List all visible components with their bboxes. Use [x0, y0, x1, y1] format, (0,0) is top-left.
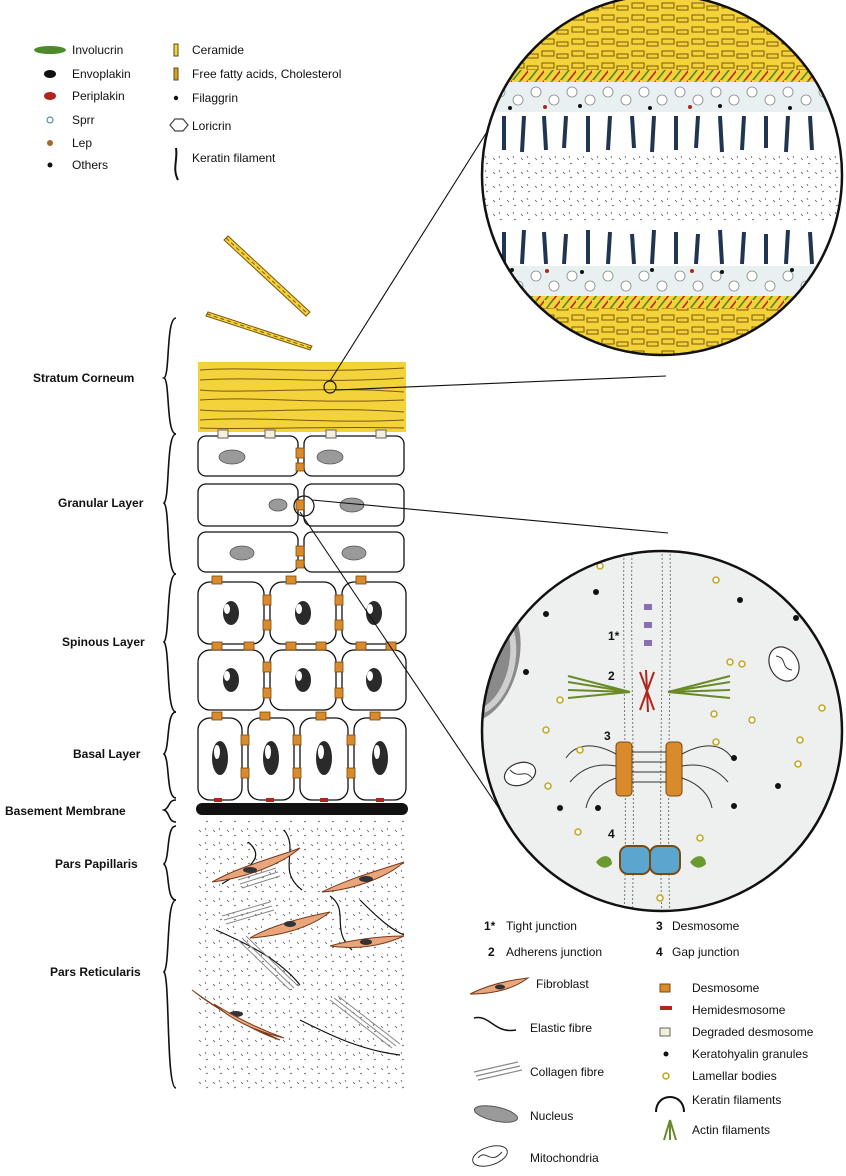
legend-loricrin: Loricrin [192, 119, 231, 133]
legend-adherens-junction: Adherens junction [506, 945, 602, 959]
legend-desmosome: Desmosome [692, 981, 760, 995]
legend-desmosome-junction: Desmosome [672, 919, 740, 933]
legend-involucrin: Involucrin [72, 43, 123, 57]
elastic-fibre-icon [474, 1017, 516, 1030]
involucrin-icon [34, 46, 66, 54]
legend-collagen-fibre: Collagen fibre [530, 1065, 604, 1079]
lep-icon [47, 140, 53, 146]
basement-membrane [196, 803, 408, 815]
marker-tight-junction: 1* [608, 629, 620, 643]
keratin-filament-icon [175, 148, 178, 180]
legend-lep: Lep [72, 136, 92, 150]
legend-sprr: Sprr [72, 113, 95, 127]
svg-text:3: 3 [656, 919, 663, 933]
shed-corneocytes [206, 236, 312, 350]
label-pars-reticularis: Pars Reticularis [50, 965, 141, 979]
label-spinous-layer: Spinous Layer [62, 635, 145, 649]
legend-ceramide: Ceramide [192, 43, 244, 57]
legend-degraded-desmosome: Degraded desmosome [692, 1025, 814, 1039]
legend-periplakin: Periplakin [72, 89, 125, 103]
ceramide-icon [174, 44, 178, 56]
label-pars-papillaris: Pars Papillaris [55, 857, 138, 871]
periplakin-icon [44, 92, 56, 100]
legend-others: Others [72, 158, 108, 172]
basal-layer [198, 712, 406, 802]
others-icon [48, 163, 53, 168]
legend-lamellar-bodies: Lamellar bodies [692, 1069, 777, 1083]
lamellar-body-icon [663, 1073, 669, 1079]
granular-layer [198, 430, 404, 572]
marker-desmosome: 3 [604, 729, 611, 743]
corneum-zoom-circle [480, 0, 846, 368]
legend-keratohyalin: Keratohyalin granules [692, 1047, 808, 1061]
hemidesmosome-icon [660, 1006, 672, 1010]
legend-keratin-filaments: Keratin filaments [692, 1093, 781, 1107]
junction-legend: 1* Tight junction 2 Adherens junction 3 … [484, 919, 740, 959]
label-granular-layer: Granular Layer [58, 496, 144, 510]
legend-gap-junction: Gap junction [672, 945, 739, 959]
degraded-desmosome-icon [660, 1028, 670, 1036]
fatty-acid-icon [174, 68, 178, 80]
stratum-corneum [198, 362, 406, 432]
legend-hemidesmosome: Hemidesmosome [692, 1003, 786, 1017]
marker-adherens-junction: 2 [608, 669, 615, 683]
legend-top: Involucrin Envoplakin Periplakin Sprr Le… [34, 43, 341, 180]
loricrin-icon [170, 119, 188, 131]
svg-text:1*: 1* [484, 919, 496, 933]
legend-filaggrin: Filaggrin [192, 91, 238, 105]
loricrin-band-bottom [480, 266, 846, 296]
loricrin-band-top [480, 82, 846, 112]
legend-bottom: Fibroblast Elastic fibre Collagen fibre … [470, 977, 814, 1170]
filaggrin-icon [174, 96, 178, 100]
actin-filaments-icon [664, 1120, 676, 1140]
dermis [192, 820, 408, 1090]
nucleus-icon [473, 1103, 519, 1126]
legend-envoplakin: Envoplakin [72, 67, 131, 81]
legend-nucleus: Nucleus [530, 1109, 573, 1123]
svg-text:2: 2 [488, 945, 495, 959]
svg-text:4: 4 [656, 945, 663, 959]
mitochondria-icon [470, 1142, 510, 1170]
legend-elastic-fibre: Elastic fibre [530, 1021, 592, 1035]
legend-keratin-filament: Keratin filament [192, 151, 276, 165]
label-basal-layer: Basal Layer [73, 747, 141, 761]
sprr-icon [47, 117, 53, 123]
label-basement-membrane: Basement Membrane [5, 804, 126, 818]
legend-mitochondria: Mitochondria [530, 1151, 599, 1165]
envoplakin-icon [44, 70, 56, 78]
collagen-fibre-icon [474, 1062, 522, 1080]
keratohyalin-icon [664, 1052, 669, 1057]
legend-actin-filaments: Actin filaments [692, 1123, 770, 1137]
desmosome-icon [660, 984, 670, 992]
legend-free-fatty-acids: Free fatty acids, Cholesterol [192, 67, 341, 81]
spinous-layer [198, 576, 406, 710]
keratin-filaments-icon [656, 1097, 684, 1112]
legend-tight-junction: Tight junction [506, 919, 577, 933]
marker-gap-junction: 4 [608, 827, 615, 841]
label-stratum-corneum: Stratum Corneum [33, 371, 134, 385]
legend-fibroblast: Fibroblast [536, 977, 589, 991]
junction-zoom-circle: 1* 2 3 4 [480, 550, 846, 920]
layer-braces [164, 318, 176, 1088]
